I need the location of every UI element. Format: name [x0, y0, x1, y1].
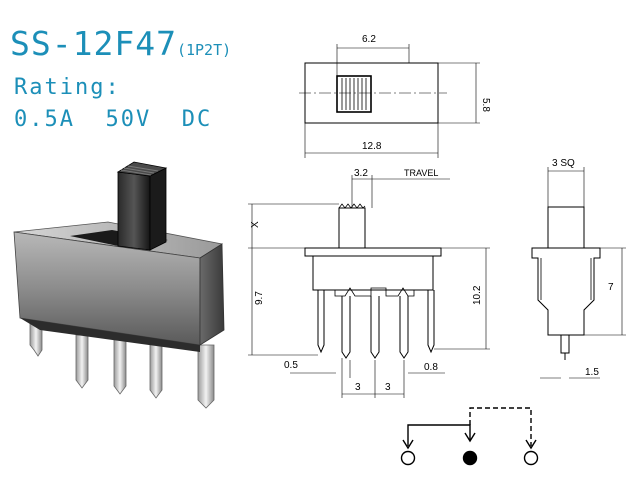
arrow-center	[464, 432, 476, 443]
switch-photo	[13, 161, 225, 409]
dim-top-length: 12.8	[362, 141, 382, 152]
terminal-right	[523, 450, 539, 466]
dim-travel-label: TRAVEL	[404, 168, 438, 178]
schematic-dashed-path	[469, 407, 532, 446]
front-view-drawing	[248, 175, 490, 398]
dim-pin-width: 0.5	[284, 360, 298, 371]
dim-pin-pitch-1: 3	[355, 382, 361, 393]
photo-body-side	[199, 243, 225, 346]
photo-knob-front	[117, 171, 151, 251]
rating-label: Rating:	[14, 75, 121, 100]
dim-x-label: X	[250, 221, 261, 228]
dim-square: 3 SQ	[552, 158, 575, 169]
product-title: SS-12F47(1P2T)	[10, 24, 231, 63]
dim-top-height: 5.8	[480, 98, 491, 112]
terminal-left	[400, 450, 416, 466]
rating-value: 0.5A 50V DC	[14, 107, 213, 132]
photo-pin-3	[149, 339, 163, 399]
schematic-solid-path	[407, 424, 471, 446]
photo-pin-1	[75, 334, 89, 389]
arrow-left	[402, 439, 414, 450]
terminal-common	[462, 450, 478, 466]
dim-pin-pitch-2: 3	[385, 382, 391, 393]
dim-top-width: 6.2	[362, 34, 376, 45]
photo-pin-right	[197, 344, 215, 409]
dim-height-left: 9.7	[254, 291, 265, 305]
dim-travel-value: 3.2	[354, 168, 368, 179]
rating-block: Rating: 0.5A 50V DC	[14, 72, 212, 136]
pole-config: (1P2T)	[176, 41, 232, 59]
photo-base	[20, 318, 200, 352]
top-view-drawing	[299, 44, 480, 158]
arrow-right	[525, 439, 537, 450]
dim-end-height: 7	[608, 282, 614, 293]
model-number: SS-12F47	[10, 24, 177, 63]
dim-height-right: 10.2	[472, 285, 483, 305]
photo-pin-2	[113, 337, 127, 395]
dim-pin-thickness: 0.8	[424, 362, 438, 373]
switch-schematic	[400, 407, 539, 466]
photo-knob-side	[149, 167, 167, 251]
dim-end-pin: 1.5	[585, 367, 599, 378]
end-view-drawing	[531, 167, 626, 379]
